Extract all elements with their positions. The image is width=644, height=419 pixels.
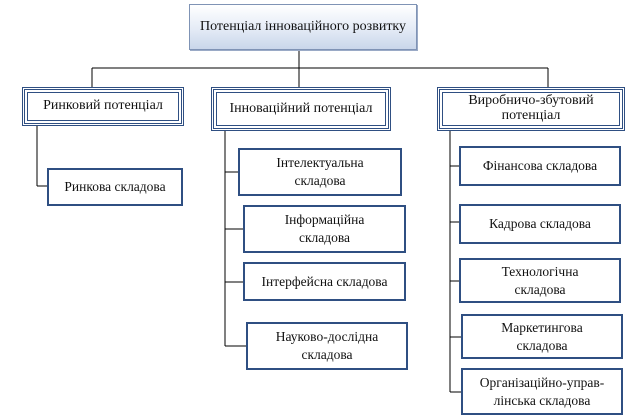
category-innovation-potential: Інноваційний потенціал xyxy=(211,87,391,131)
component-label: Технологічна складова xyxy=(501,263,579,297)
component-informational: Інформаційна складова xyxy=(243,205,406,253)
category-label: Виробничо-збутовий потенціал xyxy=(468,93,594,123)
component-personnel: Кадрова складова xyxy=(459,204,621,244)
root-node: Потенціал інноваційного розвитку xyxy=(189,4,417,50)
category-label: Ринковий потенціал xyxy=(43,98,163,114)
component-financial: Фінансова складова xyxy=(459,146,621,186)
component-label: Ринкова складова xyxy=(64,179,166,195)
component-technological: Технологічна складова xyxy=(459,258,621,303)
component-label: Маркетингова складова xyxy=(501,319,583,353)
component-intellectual: Інтелектуальна складова xyxy=(238,148,402,196)
category-label: Інноваційний потенціал xyxy=(229,100,373,116)
component-label: Інтелектуальна складова xyxy=(276,155,364,188)
component-label: Інтерфейсна складова xyxy=(261,273,388,289)
component-market: Ринкова складова xyxy=(47,168,183,206)
component-interface: Інтерфейсна складова xyxy=(243,262,406,301)
component-label: Організаційно-управ-лінська складова xyxy=(479,374,605,408)
component-label: Кадрова складова xyxy=(489,216,591,232)
component-research: Науково-дослідна складова xyxy=(246,322,408,370)
component-label: Фінансова складова xyxy=(482,158,598,174)
component-label: Науково-дослідна складова xyxy=(275,329,379,362)
component-label: Інформаційна складова xyxy=(284,212,365,245)
category-production-sales-potential: Виробничо-збутовий потенціал xyxy=(437,87,625,131)
category-market-potential: Ринковий потенціал xyxy=(22,87,184,126)
root-label: Потенціал інноваційного розвитку xyxy=(199,18,407,34)
component-organizational-management: Організаційно-управ-лінська складова xyxy=(461,368,623,415)
component-marketing: Маркетингова складова xyxy=(461,314,623,359)
